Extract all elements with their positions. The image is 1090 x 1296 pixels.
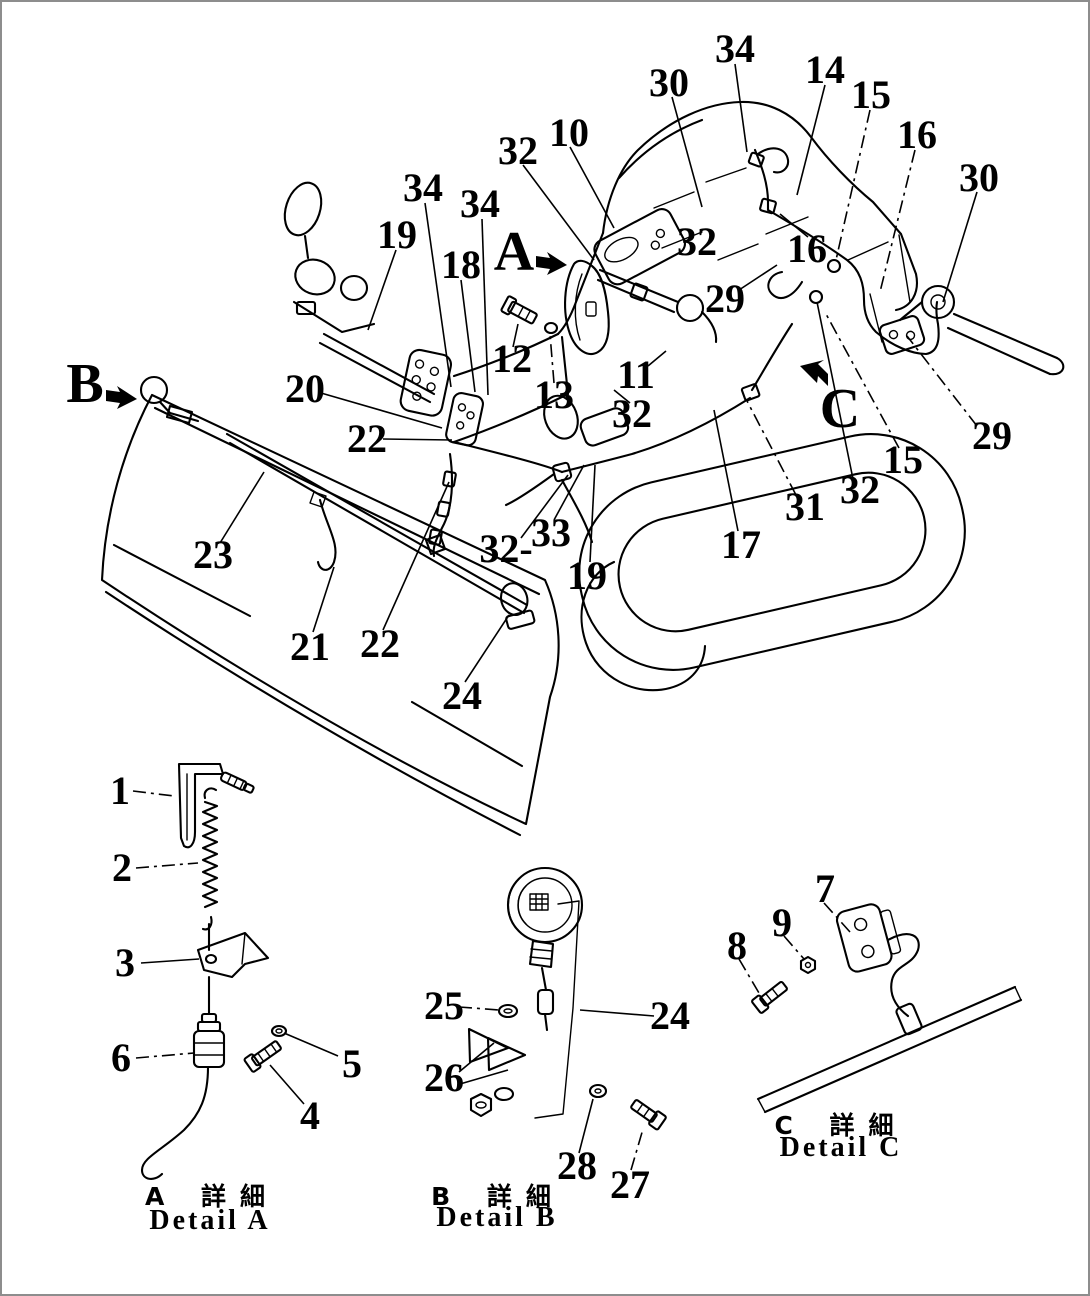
callout-8: 8 xyxy=(727,923,747,968)
callout-24: 24 xyxy=(442,673,482,718)
callout-4: 4 xyxy=(300,1093,320,1138)
callout-3: 3 xyxy=(115,940,135,985)
callout-B: B xyxy=(66,353,104,415)
callout-16: 16 xyxy=(897,112,937,157)
leader-lines xyxy=(133,64,977,1170)
callout-17: 17 xyxy=(721,522,761,567)
callout-32: 32 xyxy=(677,219,717,264)
callout-26: 26 xyxy=(424,1055,464,1100)
callout-15: 15 xyxy=(851,72,891,117)
callout-20: 20 xyxy=(285,366,325,411)
callout-9: 9 xyxy=(772,900,792,945)
callout-29: 29 xyxy=(705,276,745,321)
callout-32: 32 xyxy=(840,467,880,512)
callout-6: 6 xyxy=(111,1035,131,1080)
callout-A: A xyxy=(493,221,535,283)
callout-32: 32 xyxy=(612,391,652,436)
callout-2: 2 xyxy=(112,845,132,890)
detail-b-caption-en: Detail B xyxy=(436,1202,558,1233)
callout-21: 21 xyxy=(290,624,330,669)
detail-c-line-art xyxy=(751,900,1021,1112)
detail-c-caption-jp: C 詳細 xyxy=(774,1111,908,1140)
callout-29: 29 xyxy=(972,413,1012,458)
callout-11: 11 xyxy=(617,352,655,397)
detail-a-caption-jp: A 詳細 xyxy=(144,1182,280,1211)
callout-5: 5 xyxy=(342,1041,362,1086)
callout-18: 18 xyxy=(441,242,481,287)
view-c-arrow-icon xyxy=(800,360,828,386)
callout-14: 14 xyxy=(805,47,845,92)
callout-32: 32 xyxy=(498,128,538,173)
view-a-arrow-icon xyxy=(536,252,567,275)
detail-c-caption-en: Detail C xyxy=(779,1132,903,1163)
callout-12: 12 xyxy=(492,336,532,381)
callout-30: 30 xyxy=(649,60,689,105)
callout-23: 23 xyxy=(193,532,233,577)
callout-10: 10 xyxy=(549,110,589,155)
callout-15: 15 xyxy=(883,437,923,482)
view-b-arrow-icon xyxy=(106,386,137,409)
callout-19: 19 xyxy=(567,553,607,598)
callout-33: 33 xyxy=(531,510,571,555)
detail-b-line-art xyxy=(469,868,667,1130)
detail-a-caption-en: Detail A xyxy=(149,1205,271,1236)
blade-line-art xyxy=(102,377,559,835)
callout-22: 22 xyxy=(360,621,400,666)
detail-b-caption-jp: B 詳細 xyxy=(431,1182,565,1211)
callout-32-: 32- xyxy=(479,526,533,571)
view-arrows xyxy=(106,252,828,409)
callout-C: C xyxy=(819,378,861,440)
callout-16: 16 xyxy=(787,226,827,271)
right-lamp-line-art xyxy=(878,286,1063,374)
callout-34: 34 xyxy=(715,26,755,71)
callout-30: 30 xyxy=(959,155,999,200)
callout-24: 24 xyxy=(650,993,690,1038)
callout-22: 22 xyxy=(347,416,387,461)
track-line-art xyxy=(561,416,984,689)
detail-a-line-art xyxy=(142,764,286,1179)
callout-28: 28 xyxy=(557,1143,597,1188)
callout-13: 13 xyxy=(534,372,574,417)
wiring-line-art xyxy=(399,148,939,556)
callout-31: 31 xyxy=(785,484,825,529)
callout-34: 34 xyxy=(403,165,443,210)
callout-34: 34 xyxy=(460,181,500,226)
callout-25: 25 xyxy=(424,983,464,1028)
callout-27: 27 xyxy=(610,1162,650,1207)
callout-19: 19 xyxy=(377,212,417,257)
callout-7: 7 xyxy=(815,866,835,911)
callout-1: 1 xyxy=(110,768,130,813)
